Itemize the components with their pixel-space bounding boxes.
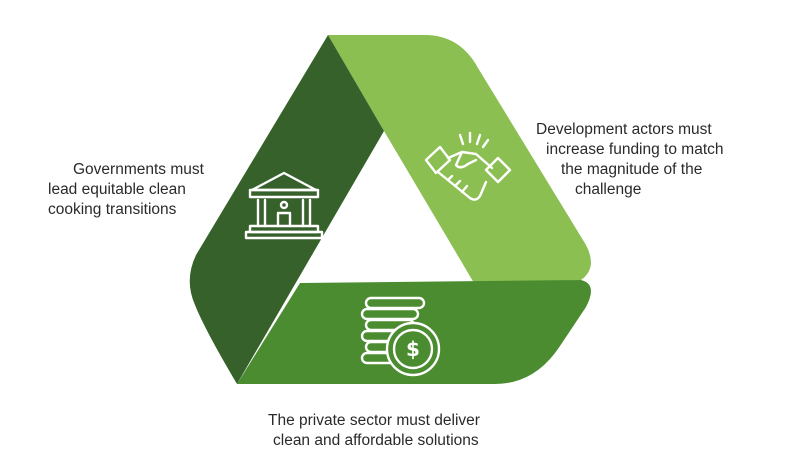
caption-line: Governments must (73, 161, 204, 178)
caption-line: clean and affordable solutions (273, 432, 479, 449)
caption-line: increase funding to match (546, 141, 724, 158)
caption-line: challenge (575, 181, 642, 198)
caption-line: The private sector must deliver (268, 412, 480, 429)
caption-line: the magnitude of the (561, 161, 703, 178)
handshake-icon (424, 131, 512, 201)
caption-development-actors: Development actors must increase funding… (528, 120, 748, 200)
segment-governments (189, 35, 384, 384)
coin-stack-dollar-icon: $ (360, 296, 441, 377)
caption-line: Development actors must (536, 121, 712, 138)
svg-text:$: $ (406, 337, 420, 361)
caption-private-sector: The private sector must deliver clean an… (268, 411, 548, 451)
government-building-icon (244, 171, 324, 240)
caption-line: lead equitable clean (48, 181, 186, 198)
caption-governments: Governments must lead equitable clean co… (48, 160, 248, 220)
caption-line: cooking transitions (48, 201, 177, 218)
